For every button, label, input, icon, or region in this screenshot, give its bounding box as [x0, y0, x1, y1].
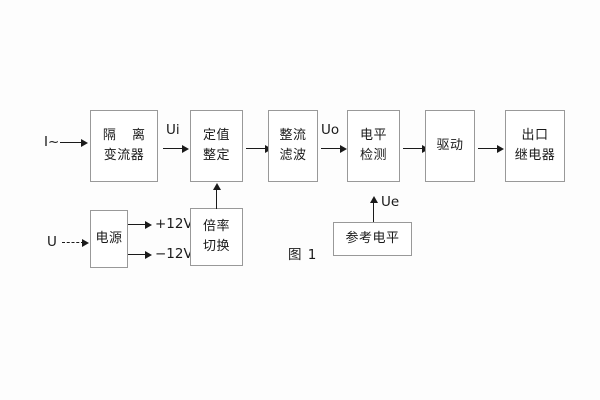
arrowhead-multiplier-to-setting: [212, 183, 221, 190]
wire-current-input: [60, 142, 82, 143]
wire-reference-to-level-detect: [373, 202, 374, 222]
wire-rail-negative: [128, 254, 146, 255]
wire-driver-to-relay: [478, 148, 498, 149]
wire-rail-positive: [128, 224, 146, 225]
arrowhead-rail-negative: [145, 250, 152, 259]
arrowhead-voltage-input: [82, 238, 89, 247]
figure-caption: 图 1: [288, 247, 318, 263]
current-input-label: I~: [44, 134, 60, 150]
block-output-relay-line1: 出口: [521, 127, 549, 143]
wire-level-to-driver: [403, 148, 423, 149]
wire-ui: [163, 148, 183, 149]
arrowhead-rail-positive: [145, 220, 152, 229]
block-rectifier-filter-line2: 滤波: [279, 148, 307, 163]
wire-setting-to-rectifier: [246, 148, 266, 149]
arrowhead-ui: [182, 144, 189, 153]
block-setting-line2: 整定: [202, 148, 230, 163]
rail-negative-label: −12V: [155, 246, 193, 262]
rail-positive-label: +12V: [155, 216, 193, 232]
block-setting-line1: 定值: [202, 127, 230, 143]
block-multiplier-switch-line2: 切换: [202, 239, 230, 254]
block-output-relay: 出口 继电器: [505, 110, 565, 182]
block-multiplier-switch: 倍率 切换: [190, 208, 243, 266]
arrowhead-uo: [340, 144, 347, 153]
block-rectifier-filter-line1: 整流: [279, 127, 307, 143]
ue-label: Ue: [381, 194, 400, 210]
block-isolation-ct-line1: 隔 离: [102, 127, 152, 143]
block-power-supply: 电源: [90, 210, 128, 268]
voltage-input-label: U: [47, 234, 57, 250]
block-reference-level: 参考电平: [333, 222, 412, 256]
uo-label: Uo: [321, 122, 340, 138]
block-driver-line1: 驱动: [436, 137, 464, 153]
block-rectifier-filter: 整流 滤波: [268, 110, 318, 182]
wire-multiplier-to-setting: [216, 189, 217, 209]
arrowhead-reference-to-level-detect: [369, 196, 378, 203]
ui-label: Ui: [166, 122, 180, 138]
block-level-detect-line2: 检测: [359, 148, 387, 163]
wire-voltage-input: [62, 242, 84, 243]
arrowhead-current-input: [81, 138, 88, 147]
block-driver: 驱动: [425, 110, 475, 182]
wire-uo: [321, 148, 341, 149]
block-multiplier-switch-line1: 倍率: [202, 218, 230, 234]
block-reference-level-line1: 参考电平: [345, 230, 400, 246]
block-level-detect-line1: 电平: [359, 127, 387, 143]
block-setting: 定值 整定: [190, 110, 243, 182]
block-level-detect: 电平 检测: [347, 110, 400, 182]
block-isolation-ct-line2: 变流器: [103, 148, 145, 163]
block-output-relay-line2: 继电器: [514, 148, 556, 163]
arrowhead-driver-to-relay: [497, 144, 504, 153]
block-isolation-ct: 隔 离 变流器: [90, 110, 158, 182]
block-power-supply-line1: 电源: [95, 230, 123, 246]
